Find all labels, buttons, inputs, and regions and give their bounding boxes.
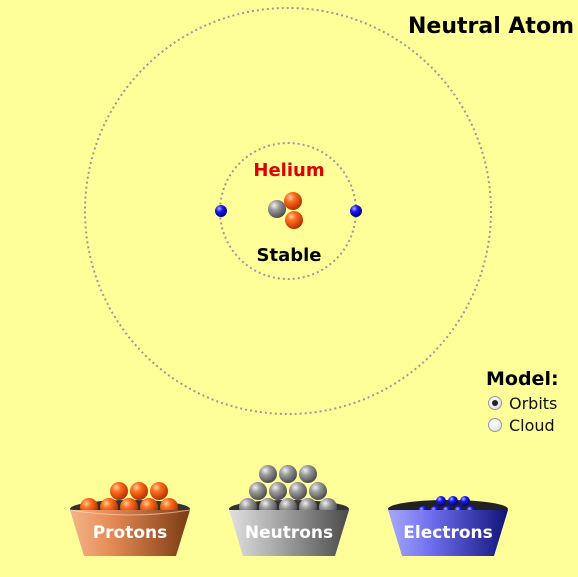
proton-particle[interactable] <box>284 192 302 210</box>
stability-label: Stable <box>256 245 322 266</box>
model-option-orbits[interactable]: Orbits <box>488 392 559 414</box>
neutrons-bucket[interactable] <box>229 465 349 556</box>
electron-particle[interactable] <box>350 205 362 217</box>
protons-bucket-label: Protons <box>92 523 168 543</box>
model-panel: Model: Orbits Cloud <box>486 368 559 436</box>
model-option-label: Cloud <box>509 415 555 435</box>
model-option-cloud[interactable]: Cloud <box>488 414 559 436</box>
protons-bucket[interactable] <box>69 482 191 556</box>
atom-status-title: Neutral Atom <box>408 14 574 39</box>
neutrons-bucket-label: Neutrons <box>244 523 334 543</box>
model-option-label: Orbits <box>509 393 558 413</box>
electrons-bucket[interactable] <box>388 496 508 556</box>
radio-cloud[interactable] <box>488 418 502 432</box>
nucleus[interactable] <box>268 192 303 229</box>
electron-particle[interactable] <box>215 205 227 217</box>
bucket-neutrons[interactable] <box>239 465 337 516</box>
proton-particle[interactable] <box>285 211 303 229</box>
electrons-bucket-label: Electrons <box>403 523 493 543</box>
neutron-particle[interactable] <box>268 200 286 218</box>
radio-orbits[interactable] <box>488 396 502 410</box>
element-name: Helium <box>253 160 325 181</box>
outer-orbit <box>84 7 492 415</box>
model-title: Model: <box>486 368 559 390</box>
